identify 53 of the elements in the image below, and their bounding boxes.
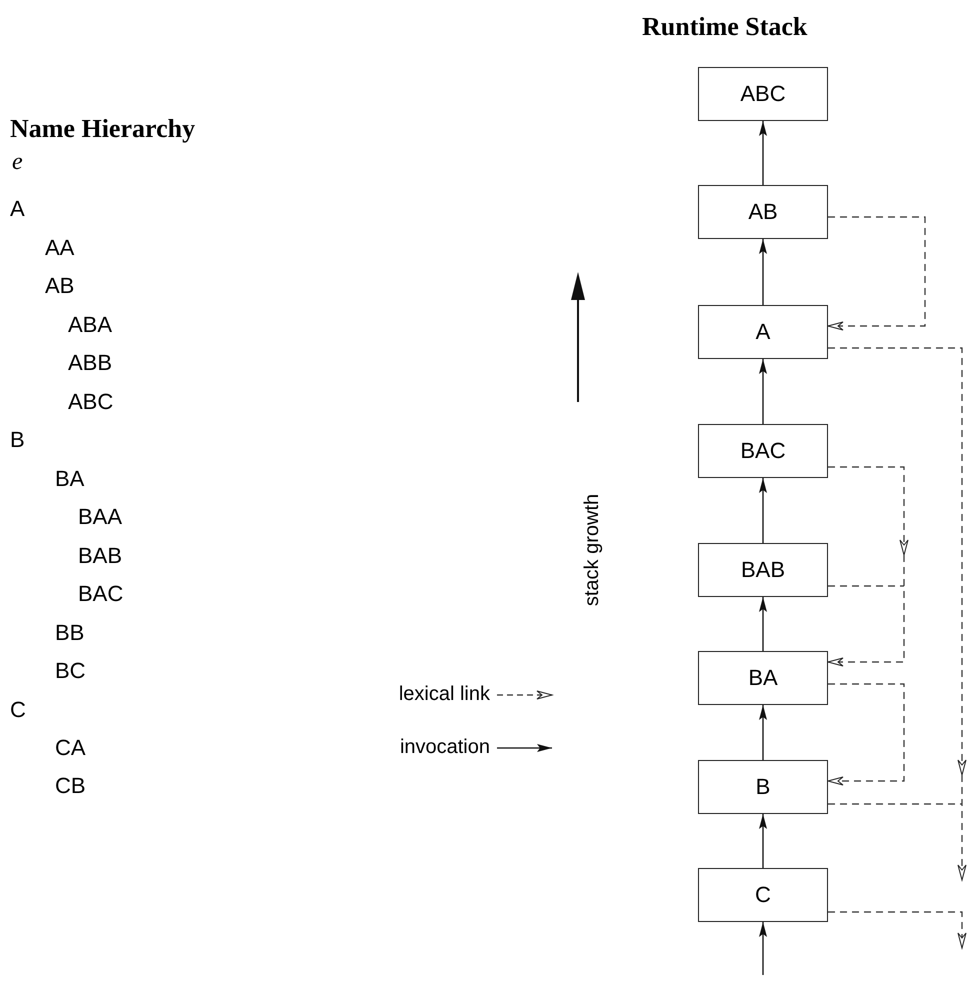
legend-label: lexical link bbox=[398, 684, 490, 704]
stack-frame-box bbox=[698, 424, 828, 478]
dashed-arrow bbox=[828, 683, 905, 786]
arrow bbox=[759, 239, 767, 305]
dashed-arrow bbox=[828, 466, 908, 556]
legend-label: invocation bbox=[400, 737, 490, 757]
stack-frame-box bbox=[698, 760, 828, 814]
dashed-arrow bbox=[828, 347, 966, 776]
frame-label: C bbox=[755, 884, 771, 906]
frame-label: BAC bbox=[740, 440, 786, 462]
stack-frame-box bbox=[698, 651, 828, 705]
name-entry: AB bbox=[45, 275, 74, 297]
dashed-arrow bbox=[827, 774, 966, 881]
name-entry: AA bbox=[45, 237, 74, 259]
axis-label: stack growth bbox=[582, 494, 602, 606]
name-entry: ABB bbox=[68, 352, 112, 374]
stack-frame-box bbox=[698, 67, 828, 121]
name-entry: BC bbox=[55, 660, 86, 682]
arrow bbox=[759, 359, 767, 424]
arrow bbox=[759, 922, 767, 975]
frame-label: B bbox=[756, 776, 770, 798]
dashed-arrow bbox=[828, 216, 926, 330]
name-entry: BAC bbox=[78, 583, 124, 605]
frame-label: BA bbox=[748, 667, 778, 689]
frame-label: A bbox=[756, 321, 770, 343]
dashed-arrow bbox=[828, 911, 966, 948]
name-entry: B bbox=[10, 429, 25, 451]
name-entry: BAB bbox=[78, 545, 122, 567]
root-name: e bbox=[12, 150, 23, 174]
name-entry: A bbox=[10, 198, 25, 220]
name-entry: BAA bbox=[78, 506, 122, 528]
arrow bbox=[759, 597, 767, 651]
stack-frame-box bbox=[698, 868, 828, 922]
heading: Name Hierarchy bbox=[10, 116, 196, 142]
name-entry: CA bbox=[55, 737, 86, 759]
name-entry: C bbox=[10, 699, 26, 721]
frame-label: ABC bbox=[740, 83, 786, 105]
name-entry: ABA bbox=[68, 314, 112, 336]
frame-label: AB bbox=[748, 201, 778, 223]
name-entry: ABC bbox=[68, 391, 114, 413]
arrow bbox=[759, 705, 767, 760]
stack-frame-box bbox=[698, 185, 828, 239]
dashed-arrow bbox=[827, 554, 905, 666]
arrow bbox=[759, 121, 767, 185]
arrow bbox=[759, 814, 767, 868]
name-entry: CB bbox=[55, 775, 86, 797]
frame-label: BAB bbox=[740, 559, 786, 581]
stack-frame-box bbox=[698, 543, 828, 597]
name-entry: BA bbox=[55, 468, 84, 490]
name-entry: BB bbox=[55, 622, 84, 644]
stack-frame-box bbox=[698, 305, 828, 359]
heading: Runtime Stack bbox=[642, 14, 808, 40]
arrow bbox=[759, 478, 767, 543]
